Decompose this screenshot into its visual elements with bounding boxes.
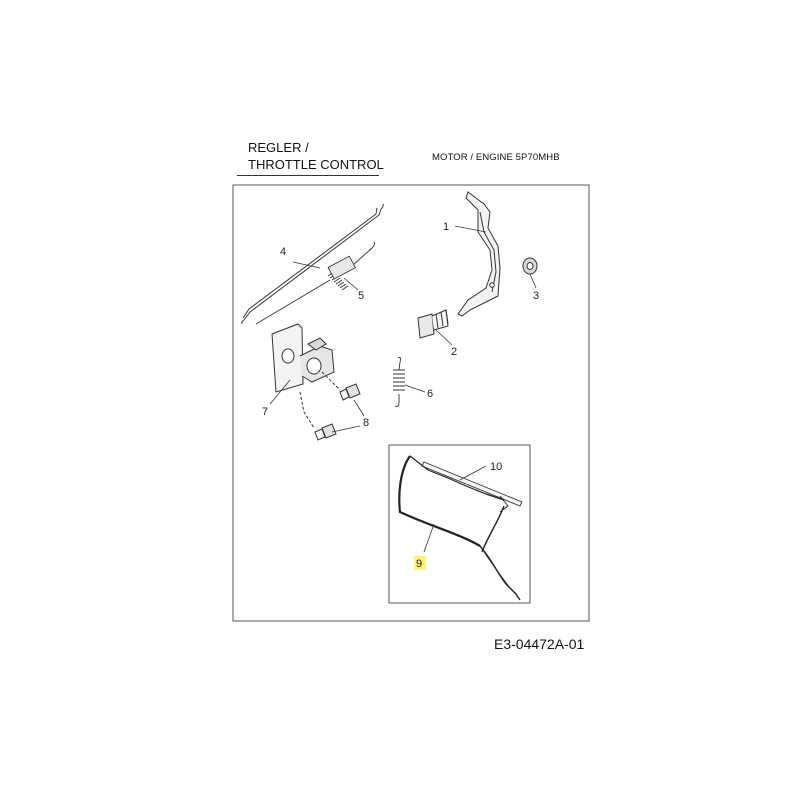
callout-7: 7 xyxy=(262,406,268,418)
diagram-frame xyxy=(232,184,590,622)
part-9-cable[interactable] xyxy=(398,455,521,601)
callout-10: 10 xyxy=(490,461,502,473)
callout-6: 6 xyxy=(427,388,433,400)
callout-2: 2 xyxy=(451,346,457,358)
part-10-rod[interactable] xyxy=(421,461,523,507)
part-7-plate[interactable] xyxy=(271,323,335,393)
part-2-bolt[interactable] xyxy=(417,309,449,339)
inset-frame xyxy=(388,444,531,604)
part-8-screws[interactable] xyxy=(299,371,361,441)
callout-3: 3 xyxy=(533,290,539,302)
leader-lines xyxy=(269,225,537,553)
callout-4: 4 xyxy=(280,246,286,258)
drawing-code: E3-04472A-01 xyxy=(494,636,585,652)
part-1-lever-bracket[interactable] xyxy=(457,191,501,317)
part-6-spring[interactable] xyxy=(393,357,405,407)
callout-5: 5 xyxy=(358,290,364,302)
callout-9-highlight xyxy=(414,556,426,570)
callout-9: 9 xyxy=(416,558,422,570)
part-4-rod[interactable] xyxy=(241,203,384,325)
engine-label: MOTOR / ENGINE 5P70MHB xyxy=(432,152,560,163)
callout-8: 8 xyxy=(363,417,369,429)
part-5-spring-wire[interactable] xyxy=(255,241,376,325)
callout-1: 1 xyxy=(443,221,449,233)
part-3-nut[interactable] xyxy=(522,257,538,275)
diagram-title-line-2: THROTTLE CONTROL xyxy=(248,157,384,172)
diagram-title-line-1: REGLER / xyxy=(248,140,309,155)
title-underline xyxy=(237,175,379,176)
